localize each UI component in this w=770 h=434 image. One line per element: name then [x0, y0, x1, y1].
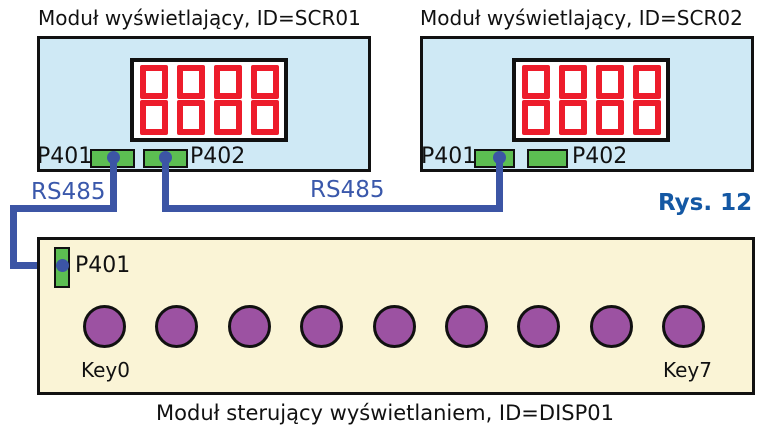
wire-b-junction-dot-left	[159, 151, 172, 164]
wire-a-junction-dot-top	[107, 151, 120, 164]
seven-segment-digit-8	[632, 65, 661, 135]
seven-segment-digit-8	[176, 65, 205, 135]
seven-segment-digit-8	[595, 65, 624, 135]
wire-a-horizontal-2	[10, 262, 63, 269]
wire-b-vertical-left	[162, 158, 169, 212]
key-button	[662, 305, 705, 348]
seven-segment-digit-8	[558, 65, 587, 135]
scr01-port-p401-label: P401	[37, 144, 93, 169]
figure-reference: Rys. 12	[658, 190, 753, 216]
scr02-connector-p402	[527, 149, 568, 168]
scr01-seven-segment-display	[130, 58, 288, 142]
wire-b-junction-dot-right	[493, 151, 506, 164]
wire-a-vertical-2	[10, 205, 17, 269]
seven-segment-digit-8	[521, 65, 550, 135]
wire-a-vertical-1	[110, 158, 117, 212]
scr02-port-p401-label: P401	[421, 144, 477, 169]
scr02-title: Moduł wyświetlający, ID=SCR02	[420, 6, 743, 30]
key-button	[83, 305, 126, 348]
scr01-port-p402-label: P402	[190, 144, 246, 169]
key-button	[227, 305, 271, 348]
keys-row	[83, 305, 705, 348]
scr02-seven-segment-display	[512, 58, 670, 142]
key-button	[155, 305, 199, 348]
wire-b-vertical-right	[496, 158, 503, 212]
wire-b-horizontal	[162, 205, 503, 212]
wire-a-horizontal-1	[10, 205, 117, 212]
rs485-label-middle: RS485	[310, 177, 385, 203]
rs485-label-left: RS485	[31, 179, 106, 205]
scr02-port-p402-label: P402	[572, 144, 628, 169]
disp01-connector-dot	[56, 259, 69, 272]
scr01-title: Moduł wyświetlający, ID=SCR01	[38, 6, 361, 30]
key-button	[517, 305, 561, 348]
key-button	[372, 305, 416, 348]
disp01-caption: Moduł sterujący wyświetlaniem, ID=DISP01	[156, 401, 614, 425]
seven-segment-digit-8	[250, 65, 279, 135]
key-button	[444, 305, 488, 348]
key-button	[589, 305, 633, 348]
key7-label: Key7	[663, 358, 712, 382]
seven-segment-digit-8	[213, 65, 242, 135]
disp01-port-p401-label: P401	[75, 253, 131, 278]
seven-segment-digit-8	[139, 65, 168, 135]
key-button	[300, 305, 344, 348]
key0-label: Key0	[81, 358, 130, 382]
